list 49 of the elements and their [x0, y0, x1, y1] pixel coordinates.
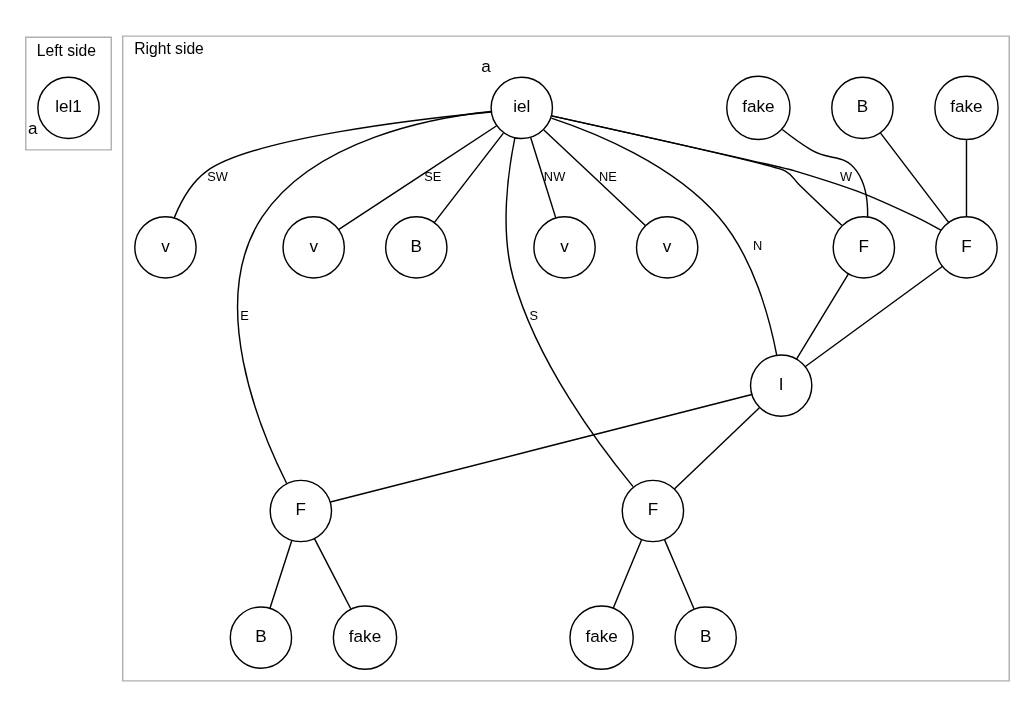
- node-circle: F: [621, 479, 685, 543]
- node-circle: v: [282, 215, 346, 279]
- connector: [543, 129, 647, 227]
- connector: [795, 273, 850, 360]
- connector: [173, 111, 492, 219]
- node-circle: lel1: [37, 76, 100, 140]
- edge-label: NW: [543, 169, 566, 185]
- connector: [965, 139, 968, 218]
- edge-label: E: [240, 307, 249, 323]
- node-circle: F: [832, 215, 896, 279]
- connector: [550, 117, 778, 356]
- node-circle: F: [935, 215, 998, 279]
- connector: [269, 539, 293, 609]
- connector: [329, 393, 753, 503]
- connector: [236, 110, 492, 485]
- node-label: a: [28, 118, 38, 138]
- connector: [612, 539, 643, 609]
- connector: [663, 539, 695, 610]
- node-circle: B: [674, 606, 737, 669]
- node-circle: fake: [726, 75, 791, 141]
- node-circle: v: [134, 215, 197, 279]
- connector: [529, 136, 557, 219]
- connector: [550, 115, 942, 231]
- node-circle: B: [229, 606, 293, 669]
- node-circle: B: [384, 215, 448, 279]
- connector: [313, 537, 352, 610]
- node-circle: F: [269, 479, 333, 543]
- node-circle: I: [749, 354, 813, 417]
- connector: [879, 132, 950, 224]
- edge-label: N: [753, 238, 763, 254]
- edge-label: SW: [207, 169, 228, 185]
- edge-label: SE: [424, 169, 442, 185]
- node-circle: B: [831, 76, 894, 140]
- node-circle: iel: [490, 76, 554, 140]
- node-circle: fake: [569, 605, 634, 670]
- connector: [505, 137, 634, 488]
- connector: [673, 407, 761, 490]
- edge-label: NE: [599, 169, 617, 185]
- node-circle: fake: [934, 75, 999, 141]
- connector: [781, 128, 869, 218]
- node-circle: fake: [332, 605, 398, 670]
- edge-label: W: [839, 169, 853, 185]
- node-label: a: [481, 57, 491, 77]
- connector: [804, 265, 943, 368]
- node-circle: v: [635, 215, 699, 279]
- connector: [433, 132, 505, 224]
- edge-label: S: [529, 307, 539, 323]
- node-circle: v: [533, 215, 596, 279]
- connector: [338, 125, 498, 231]
